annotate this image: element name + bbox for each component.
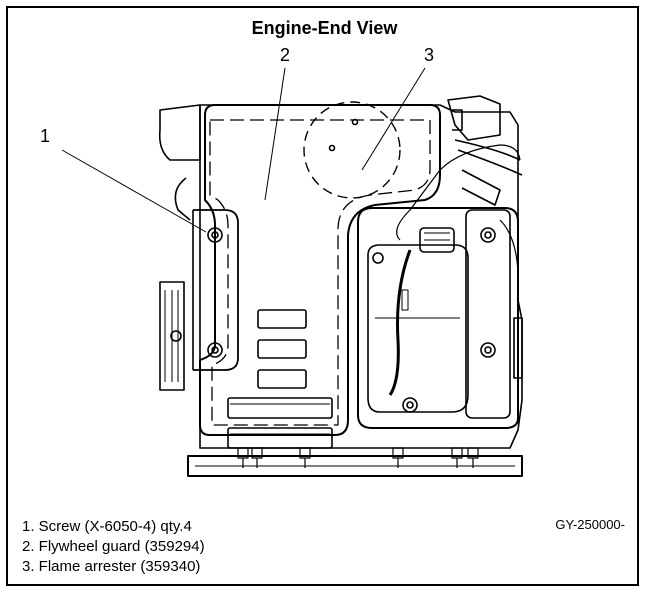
flywheel-guard bbox=[199, 104, 441, 449]
figure-frame bbox=[6, 6, 639, 586]
figure-id: GY-250000- bbox=[555, 517, 625, 532]
engine-block bbox=[158, 95, 523, 449]
callout-3: 3 bbox=[424, 45, 435, 65]
legend-item: 1. Screw (X-6050-4) qty.4 bbox=[22, 518, 192, 535]
base-frame bbox=[187, 447, 523, 477]
legend-item: 3. Flame arrester (359340) bbox=[22, 558, 201, 575]
flame-arrester bbox=[303, 101, 401, 199]
callout-1: 1 bbox=[40, 126, 51, 146]
legend-item: 2. Flywheel guard (359294) bbox=[22, 538, 205, 555]
bracket-plate bbox=[192, 209, 239, 371]
coolant-bottle bbox=[367, 144, 521, 413]
callout-2: 2 bbox=[280, 45, 291, 65]
radiator-cover bbox=[357, 207, 519, 429]
screw bbox=[207, 227, 496, 358]
legend: 1. Screw (X-6050-4) qty.4 2. Flywheel gu… bbox=[22, 517, 205, 577]
figure-title: Engine-End View bbox=[251, 18, 398, 38]
leader-lines bbox=[61, 67, 426, 233]
